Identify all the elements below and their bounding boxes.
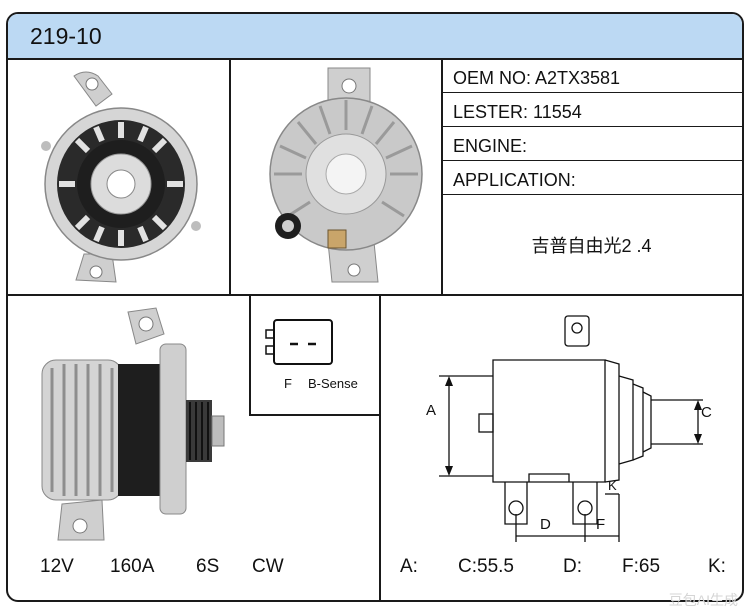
lester-number: LESTER: 11554 <box>453 102 582 122</box>
divider <box>8 294 742 296</box>
divider <box>249 414 381 416</box>
dim-label-k: K <box>608 478 617 493</box>
product-card: 219-10 OEM NO: A2TX3581 LESTER: 11554 EN… <box>6 12 744 602</box>
pulley-grooves: 6S <box>196 556 220 577</box>
divider <box>249 296 251 414</box>
divider <box>229 58 231 294</box>
watermark: 豆包AI生成 <box>668 592 738 608</box>
dimension-c: C:55.5 <box>458 556 514 577</box>
divider <box>441 92 742 93</box>
amperage-rating: 160A <box>110 556 155 577</box>
divider <box>441 194 742 195</box>
connector-icon <box>265 319 333 365</box>
dimension-drawing <box>439 315 703 542</box>
divider <box>441 58 443 294</box>
alternator-rear-photo <box>269 67 423 283</box>
connector-pin-f: F <box>284 376 292 391</box>
part-number-title: 219-10 <box>30 23 102 49</box>
dimension-k: K: <box>708 556 726 577</box>
dim-label-d: D <box>540 516 551 533</box>
voltage-rating: 12V <box>40 556 74 577</box>
dim-label-a: A <box>426 402 437 419</box>
divider <box>441 160 742 161</box>
divider <box>379 296 381 600</box>
dimension-d: D: <box>563 556 582 577</box>
rotation-direction: CW <box>252 556 284 577</box>
oem-number: OEM NO: A2TX3581 <box>453 68 621 88</box>
application-value: 吉普自由光2 .4 <box>531 236 652 256</box>
dim-label-c: C <box>701 404 712 421</box>
dimension-f: F:65 <box>622 556 661 577</box>
alternator-side-photo <box>41 307 225 541</box>
dimension-a: A: <box>400 556 418 577</box>
divider <box>441 126 742 127</box>
connector-pin-b-sense: B-Sense <box>308 376 358 391</box>
alternator-front-photo <box>41 71 201 283</box>
engine-label: ENGINE: <box>453 136 528 156</box>
title-bar: 219-10 <box>8 14 742 60</box>
dim-label-f: F <box>596 516 606 533</box>
application-label: APPLICATION: <box>453 170 576 190</box>
